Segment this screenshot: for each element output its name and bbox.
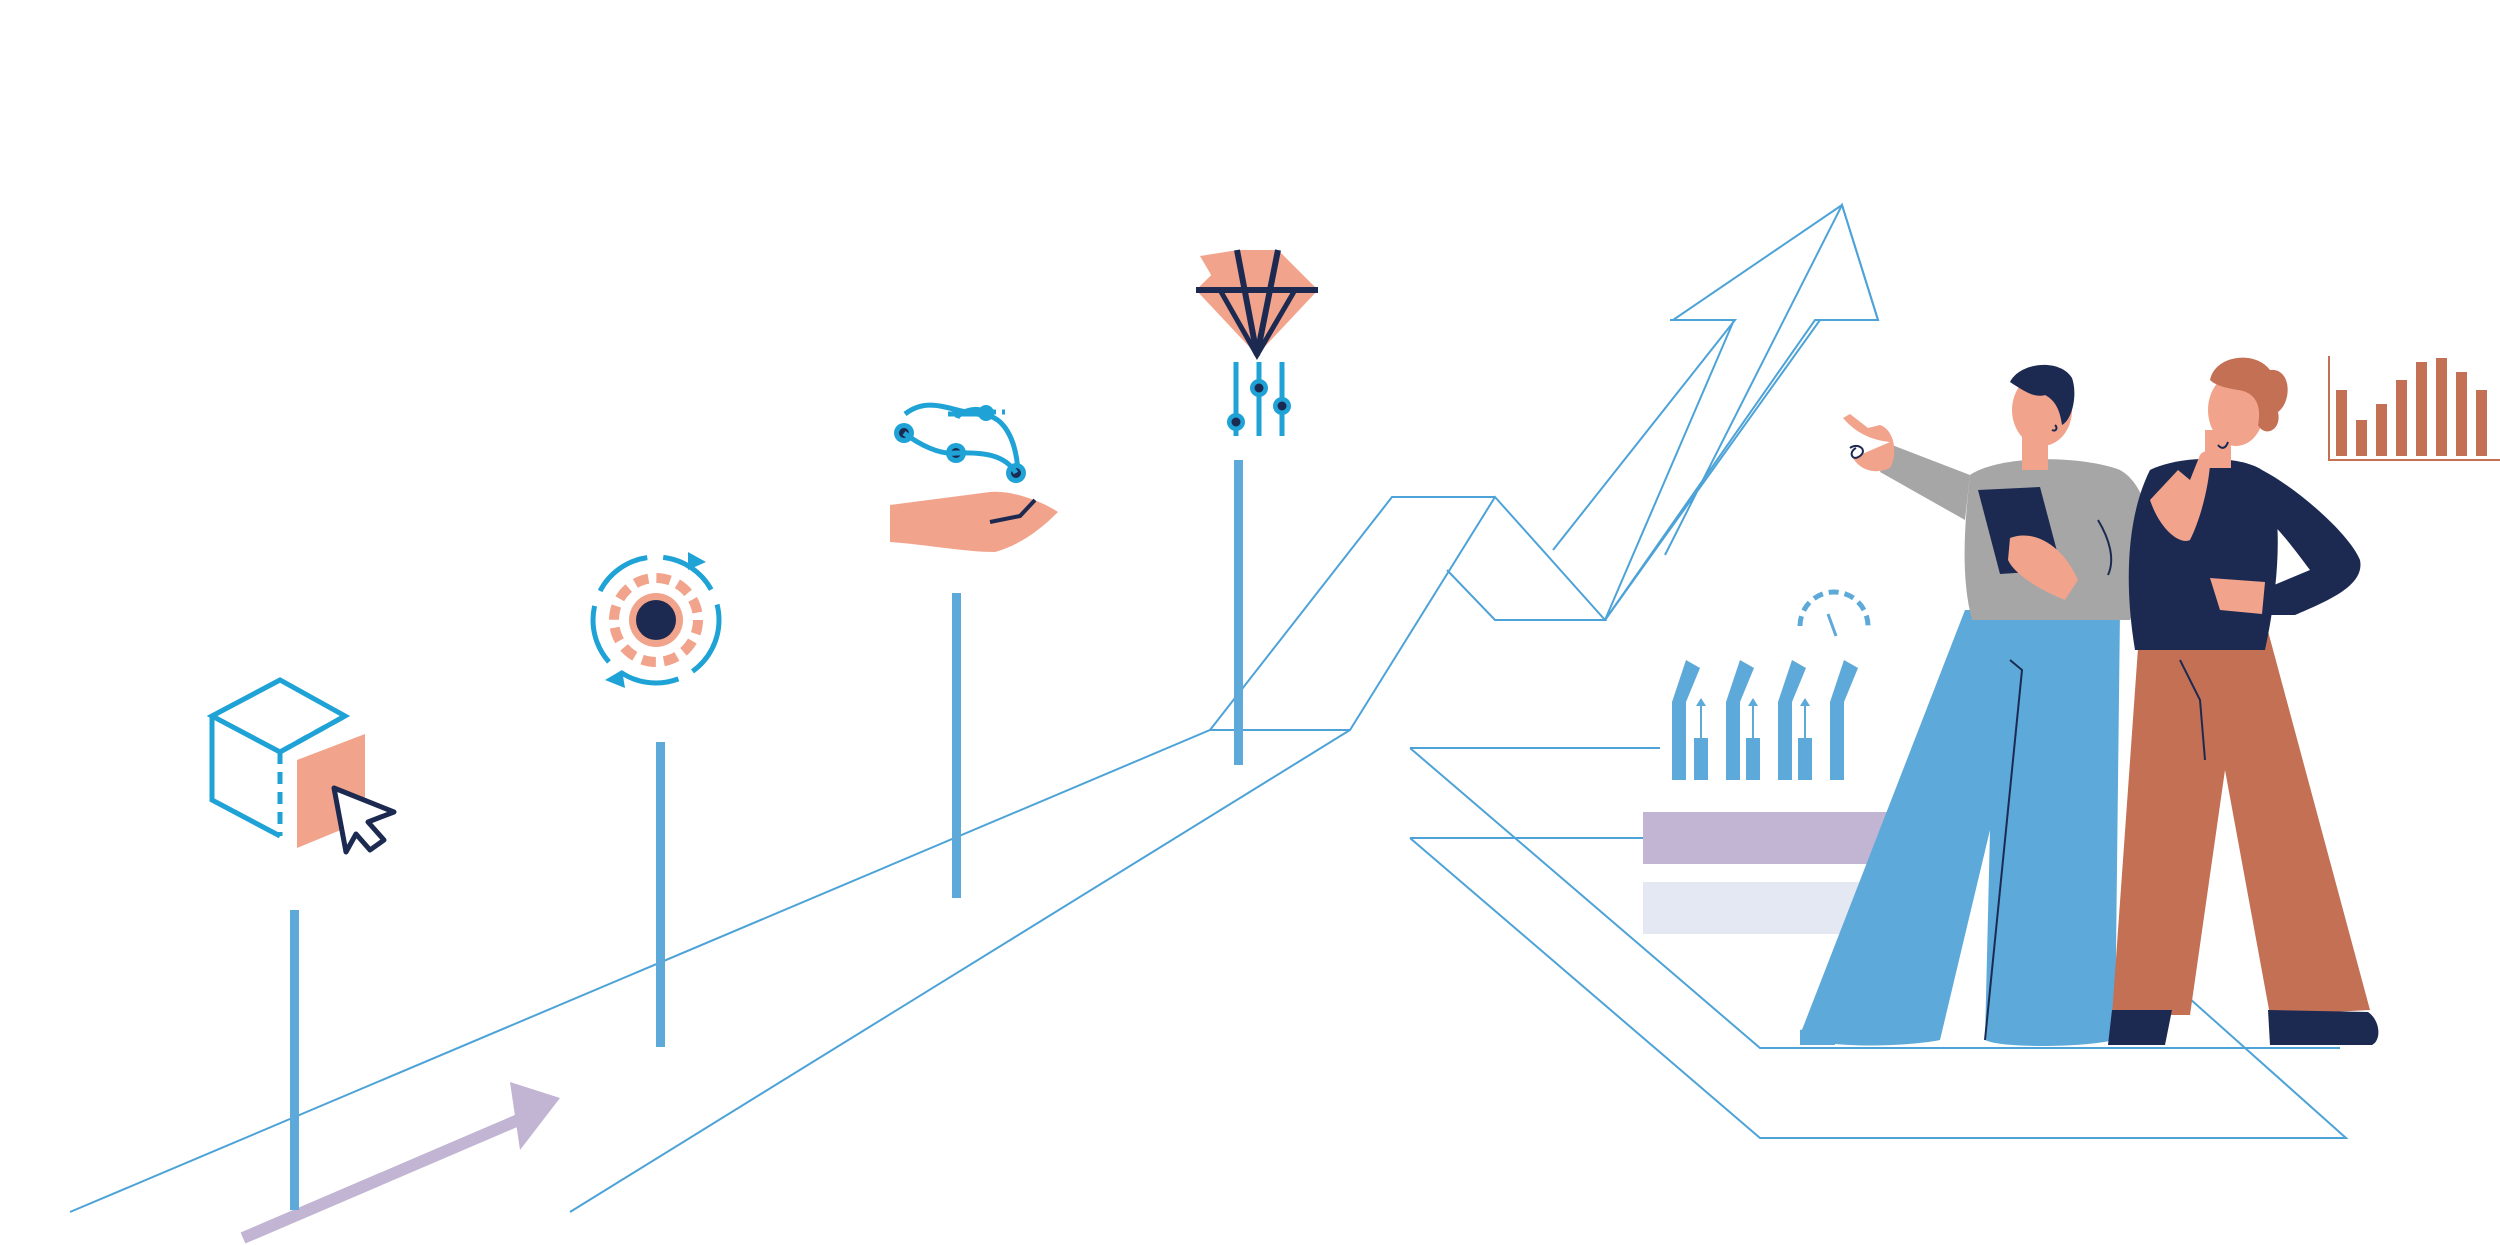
- growth-arrow: [1552, 203, 1880, 621]
- pole-1: [290, 910, 299, 1210]
- woman-thinking: [2108, 357, 2379, 1045]
- ground-arrow: [240, 1082, 560, 1244]
- pole-3: [952, 593, 961, 898]
- diamond-sliders-icon: [1196, 249, 1318, 436]
- cube-cursor-icon: [206, 677, 397, 855]
- milestone-poles: [290, 460, 1243, 1210]
- pole-2: [656, 742, 665, 1047]
- man-with-tablet: [1800, 364, 2150, 1046]
- gear-cycle-icon: [590, 552, 722, 688]
- bar-chart-icon: [2328, 356, 2500, 461]
- growth-poles: [1672, 589, 1871, 780]
- pole-4: [1234, 460, 1243, 765]
- hand-route-icon: [890, 402, 1058, 552]
